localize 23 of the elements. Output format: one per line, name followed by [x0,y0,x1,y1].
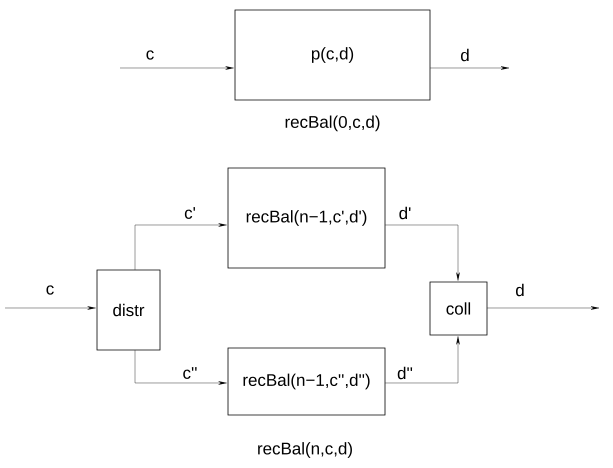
process-box: coll [430,282,488,336]
arrow [134,350,227,385]
diagram-caption: recBal(n,c,d) [258,442,352,458]
process-box: distr [96,270,160,350]
edge-label: c [44,284,56,296]
arrow [487,306,600,310]
process-box: recBal(n−1,c',d') [228,168,386,268]
arrow [385,224,460,281]
arrow [134,223,227,270]
process-box: p(c,d) [234,10,430,100]
edge-label: d'' [396,366,414,380]
process-box: recBal(n−1,c'',d'') [228,348,386,416]
edge-label: d [514,282,526,298]
arrow [385,336,460,384]
edge-label: d' [398,206,412,220]
arrow [120,66,234,70]
arrow [4,306,96,310]
edge-label: c' [183,206,197,220]
edge-label: d [459,48,471,62]
arrow [430,66,510,70]
edge-label: c [144,49,156,61]
box-caption: recBal(0,c,d) [286,116,380,132]
edge-label: c'' [182,366,198,380]
